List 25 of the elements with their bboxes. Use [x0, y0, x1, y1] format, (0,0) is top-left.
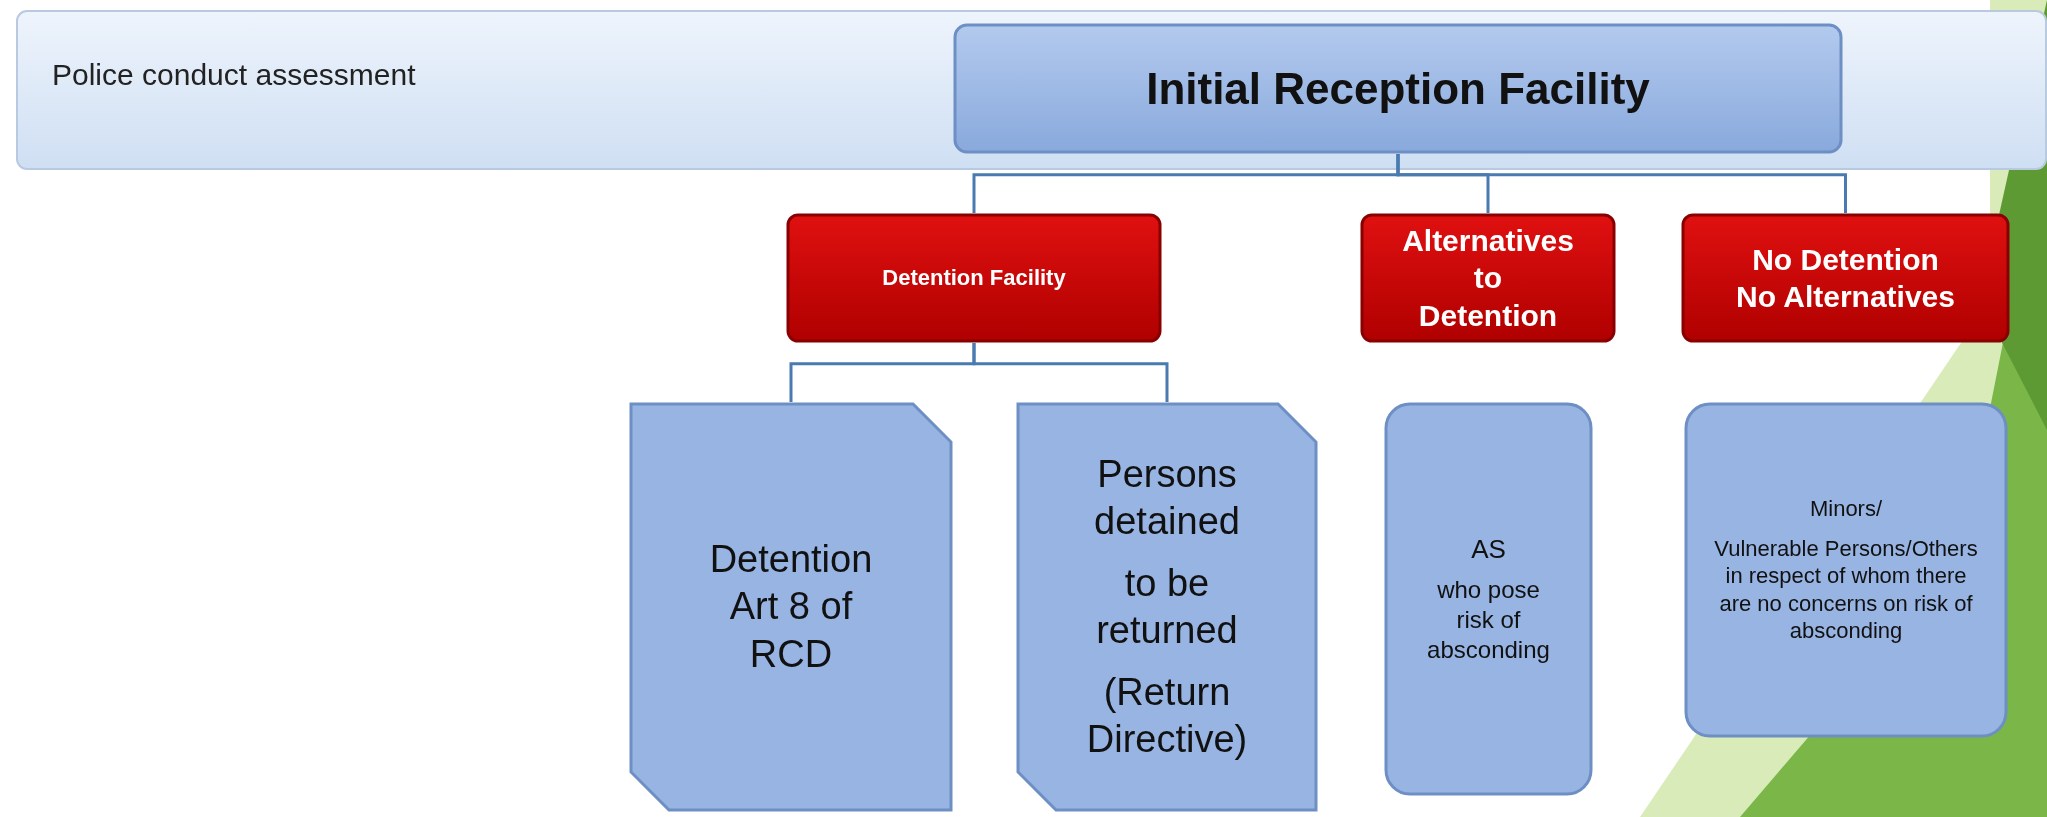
category-box [1360, 213, 1616, 343]
node-text: who pose risk of absconding [1426, 575, 1551, 666]
node-text: Police conduct assessment [52, 57, 416, 93]
connector-line [1396, 154, 1847, 213]
document-box [1016, 402, 1318, 812]
node-text: Detention Facility [882, 264, 1066, 292]
document-box [629, 402, 953, 812]
node-text: to be returned [1095, 560, 1239, 653]
category-box [1681, 213, 2010, 343]
node-text: Persons detained [1093, 451, 1241, 544]
outcome-box [1384, 402, 1593, 796]
outcome-box [1684, 402, 2008, 738]
node-text: Initial Reception Facility [1146, 63, 1650, 115]
node-text: Alternatives to Detention [1402, 222, 1574, 334]
node-text: Vulnerable Persons/Others in respect of whom there are no concerns on risk of absconding [1713, 534, 1979, 645]
node-text: AS [1471, 532, 1506, 566]
node-text: Detention Art 8 of RCD [709, 536, 873, 677]
node-text: No Detention [1752, 241, 1939, 278]
root-box [953, 23, 1843, 154]
title-band [16, 10, 2047, 170]
node-text: Minors/ [1809, 495, 1883, 523]
connector-line [972, 343, 1169, 402]
node-text: No Alternatives [1736, 279, 1955, 315]
category-box [786, 213, 1162, 343]
node-text: (Return Directive) [1085, 669, 1249, 762]
